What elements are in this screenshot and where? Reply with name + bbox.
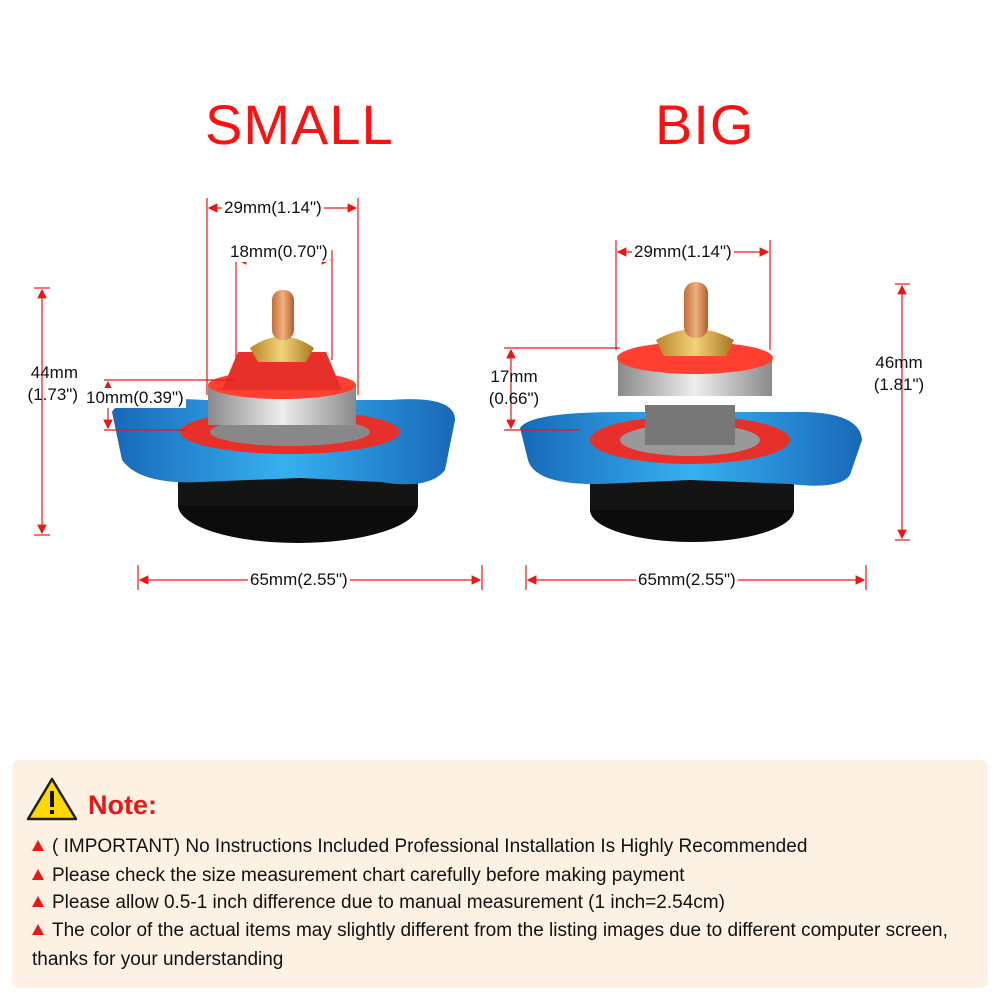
warning-icon: [26, 776, 78, 827]
note-title: Note:: [88, 790, 157, 820]
red-triangle-icon: [32, 924, 44, 935]
small-height-mm: 44mm: [30, 363, 78, 382]
note-text: ( IMPORTANT) No Instructions Included Pr…: [52, 836, 808, 857]
note-line-2: Please check the size measurement chart …: [32, 861, 685, 890]
note-text: Please allow 0.5-1 inch difference due t…: [52, 892, 725, 913]
small-top-width-label: 29mm(1.14"): [222, 198, 324, 218]
small-height-label: 44mm (1.73"): [10, 362, 80, 406]
big-cap-image: [520, 282, 862, 542]
note-line-4: The color of the actual items may slight…: [32, 916, 972, 974]
note-text: The color of the actual items may slight…: [32, 920, 948, 970]
dimension-lines: [34, 198, 910, 590]
red-triangle-icon: [32, 896, 44, 907]
big-height-in: (1.81"): [873, 375, 925, 394]
product-illustration: [34, 198, 910, 590]
big-base-width-label: 65mm(2.55"): [636, 570, 738, 590]
big-top-width-label: 29mm(1.14"): [632, 242, 734, 262]
big-height-mm: 46mm: [875, 353, 923, 372]
note-panel: [12, 760, 988, 988]
small-height-in: (1.73"): [27, 385, 78, 404]
small-cap-image: [112, 290, 455, 543]
big-step-in: (0.66"): [488, 389, 540, 408]
note-text: Please check the size measurement chart …: [52, 865, 685, 886]
big-step-mm: 17mm: [490, 367, 538, 386]
big-heading: BIG: [655, 93, 755, 156]
small-heading: SMALL: [205, 93, 394, 156]
big-height-label: 46mm (1.81"): [862, 352, 936, 396]
red-triangle-icon: [32, 869, 44, 880]
small-inner-width-label: 18mm(0.70"): [228, 242, 330, 262]
red-triangle-icon: [32, 840, 44, 851]
big-step-label: 17mm (0.66"): [476, 366, 552, 410]
note-line-1: ( IMPORTANT) No Instructions Included Pr…: [32, 832, 807, 861]
small-base-width-label: 65mm(2.55"): [248, 570, 350, 590]
small-step-label: 10mm(0.39"): [84, 388, 186, 408]
note-line-3: Please allow 0.5-1 inch difference due t…: [32, 888, 725, 917]
